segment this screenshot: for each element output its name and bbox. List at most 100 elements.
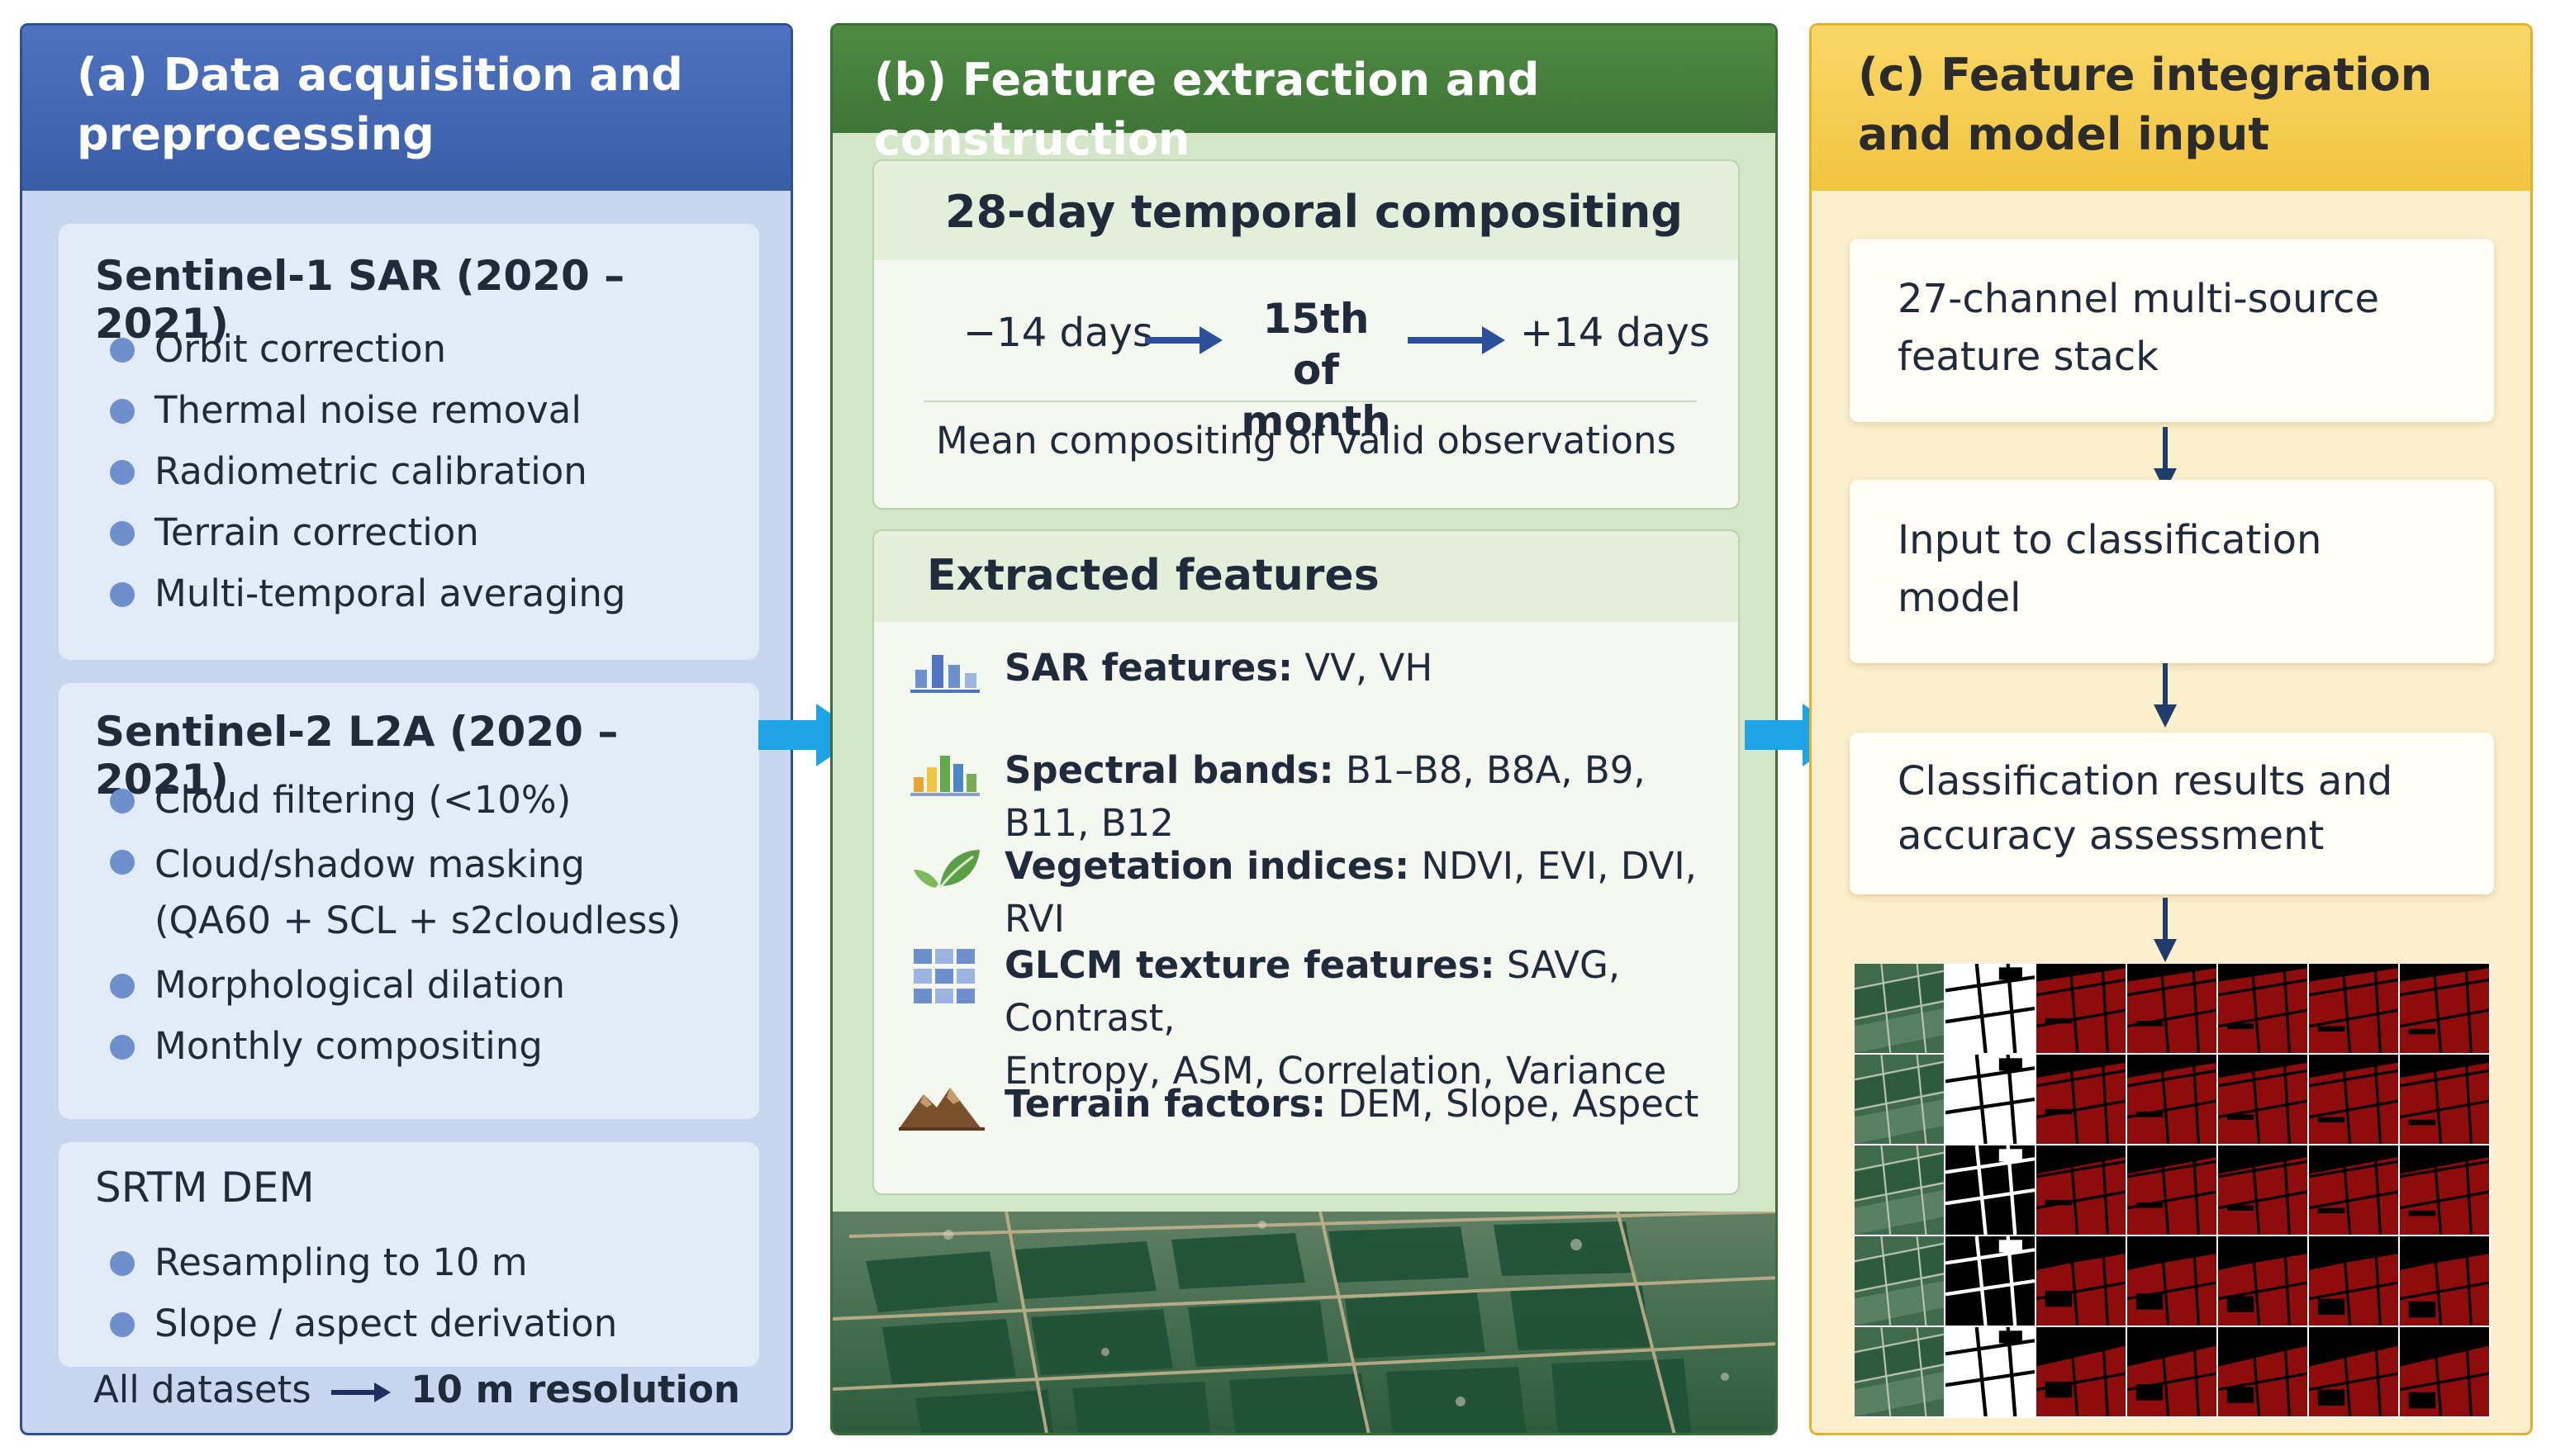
prediction-thumbnail xyxy=(2036,1327,2126,1416)
prediction-thumbnail xyxy=(2036,964,2126,1053)
sentinel-1-card: Sentinel-1 SAR (2020 – 2021) Orbit corre… xyxy=(59,224,759,660)
satellite-thumbnail xyxy=(1855,1145,1944,1235)
leaf-icon xyxy=(914,850,980,889)
colored-bars-icon xyxy=(910,756,980,796)
prediction-thumbnail xyxy=(2309,1236,2398,1326)
label-mask-thumbnail xyxy=(1945,1236,2035,1326)
list-item: Radiometric calibration xyxy=(105,447,626,496)
panel-c-header: (c) Feature integration and model input xyxy=(1812,26,2530,191)
panel-a-title: (a) Data acquisition and preprocessing xyxy=(77,49,683,160)
arrow-down-icon xyxy=(2154,898,2177,962)
list-item: Cloud/shadow masking (QA60 + SCL + s2clo… xyxy=(105,837,681,949)
bullet-icon xyxy=(110,1035,135,1060)
features-title: Extracted features xyxy=(927,551,1380,600)
feature-text: SAR features: VV, VH xyxy=(1005,646,1433,690)
panel-b-title: (b) Feature extraction and construction xyxy=(874,54,1540,165)
prediction-thumbnail xyxy=(2218,1055,2307,1144)
bullet-icon xyxy=(110,521,135,546)
prediction-thumbnail xyxy=(2036,1055,2126,1144)
panel-b-header: (b) Feature extraction and construction xyxy=(833,26,1775,165)
srtm-steps: Resampling to 10 m Slope / aspect deriva… xyxy=(105,1238,617,1360)
prediction-thumbnail xyxy=(2309,964,2398,1053)
feature-row-spectral: Spectral bands: B1–B8, B8A, B9, B11, B12 xyxy=(907,744,1722,845)
list-item: Morphological dilation xyxy=(105,960,681,1010)
list-item: Cloud filtering (<10%) xyxy=(105,775,681,825)
feature-extraction-panel: (b) Feature extraction and construction … xyxy=(830,23,1778,1435)
list-item: Orbit correction xyxy=(105,325,626,374)
prediction-thumbnail xyxy=(2400,1327,2489,1416)
plus-14-days-label: +14 days xyxy=(1520,310,1710,356)
arrow-right-icon xyxy=(330,1382,391,1402)
classification-input-text: Input to classification model xyxy=(1898,517,2322,621)
feature-text: Spectral bands: B1–B8, B8A, B9, B11, B12 xyxy=(1005,748,1646,845)
bullet-icon xyxy=(110,460,135,485)
feature-stack-card: 27-channel multi-source feature stack xyxy=(1850,239,2494,422)
prediction-thumbnail xyxy=(2127,1145,2216,1235)
feature-stack-text: 27-channel multi-source feature stack xyxy=(1898,276,2379,380)
prediction-thumbnail xyxy=(2309,1055,2398,1144)
compositing-header: 28-day temporal compositing xyxy=(874,161,1738,260)
classification-result-grid xyxy=(1855,964,2491,1418)
compositing-caption: Mean compositing of valid observations xyxy=(936,419,1676,462)
satellite-thumbnail xyxy=(1855,964,1944,1053)
15th-of-month-label: 15th of month xyxy=(1241,295,1391,445)
prediction-thumbnail xyxy=(2400,1055,2489,1144)
srtm-dem-title: SRTM DEM xyxy=(95,1164,315,1212)
features-header: Extracted features xyxy=(874,531,1738,622)
compositing-title: 28-day temporal compositing xyxy=(945,186,1684,238)
feature-row-glcm: GLCM texture features: SAVG, Contrast, E… xyxy=(907,939,1722,1093)
feature-text: Terrain factors: DEM, Slope, Aspect xyxy=(1005,1082,1699,1126)
list-item: Thermal noise removal xyxy=(105,386,626,435)
satellite-thumbnail xyxy=(1855,1327,1944,1416)
bullet-icon xyxy=(110,974,135,998)
list-item: Slope / aspect derivation xyxy=(105,1299,617,1349)
prediction-thumbnail xyxy=(2218,1236,2307,1326)
srtm-dem-card: SRTM DEM Resampling to 10 m Slope / aspe… xyxy=(59,1142,759,1367)
minus-14-days-label: −14 days xyxy=(963,310,1153,356)
feature-integration-panel: (c) Feature integration and model input … xyxy=(1809,23,2533,1435)
bullet-icon xyxy=(110,1251,135,1276)
list-item: Multi-temporal averaging xyxy=(105,569,626,619)
satellite-thumbnail xyxy=(1855,1236,1944,1326)
data-acquisition-panel: (a) Data acquisition and preprocessing S… xyxy=(20,23,793,1435)
list-item: Terrain correction xyxy=(105,508,626,557)
label-mask-thumbnail xyxy=(1945,1055,2035,1144)
mountain-icon xyxy=(899,1088,985,1131)
feature-row-sar: SAR features: VV, VH xyxy=(907,642,1722,700)
feature-row-terrain: Terrain factors: DEM, Slope, Aspect xyxy=(899,1078,1722,1136)
prediction-thumbnail xyxy=(2400,1145,2489,1235)
bullet-icon xyxy=(110,850,135,875)
label-mask-thumbnail xyxy=(1945,964,2035,1053)
grid-texture-icon xyxy=(914,949,975,1003)
arrow-right-icon xyxy=(1408,326,1505,354)
arrow-down-icon xyxy=(2154,663,2177,728)
classification-results-card: Classification results and accuracy asse… xyxy=(1850,733,2494,894)
list-item: Monthly compositing xyxy=(105,1022,681,1071)
prediction-thumbnail xyxy=(2400,1236,2489,1326)
panel-c-title: (c) Feature integration and model input xyxy=(1858,49,2433,160)
panel-a-header: (a) Data acquisition and preprocessing xyxy=(22,26,791,191)
sentinel-1-title: Sentinel-1 SAR (2020 – 2021) xyxy=(95,252,625,348)
extracted-features-card: Extracted features SAR features: VV, VH xyxy=(872,529,1740,1195)
prediction-thumbnail xyxy=(2218,1145,2307,1235)
prediction-thumbnail xyxy=(2127,1236,2216,1326)
prediction-thumbnail xyxy=(2036,1236,2126,1326)
prediction-thumbnail xyxy=(2218,1327,2307,1416)
arrow-right-icon xyxy=(1145,326,1223,354)
bullet-icon xyxy=(110,1312,135,1337)
prediction-thumbnail xyxy=(2127,964,2216,1053)
label-mask-thumbnail xyxy=(1945,1145,2035,1235)
bullet-icon xyxy=(110,399,135,424)
satellite-thumbnail xyxy=(1855,1055,1944,1144)
bullet-icon xyxy=(110,789,135,813)
sentinel-2-card: Sentinel-2 L2A (2020 – 2021) Cloud filte… xyxy=(59,683,759,1119)
feature-text: Vegetation indices: NDVI, EVI, DVI, RVI xyxy=(1005,844,1697,941)
bullet-icon xyxy=(110,582,135,607)
bar-chart-icon xyxy=(910,655,980,693)
prediction-thumbnail xyxy=(2218,964,2307,1053)
aerial-field-image xyxy=(833,1212,1775,1433)
prediction-thumbnail xyxy=(2127,1327,2216,1416)
prediction-thumbnail xyxy=(2309,1327,2398,1416)
prediction-thumbnail xyxy=(2309,1145,2398,1235)
list-item: Resampling to 10 m xyxy=(105,1238,617,1288)
